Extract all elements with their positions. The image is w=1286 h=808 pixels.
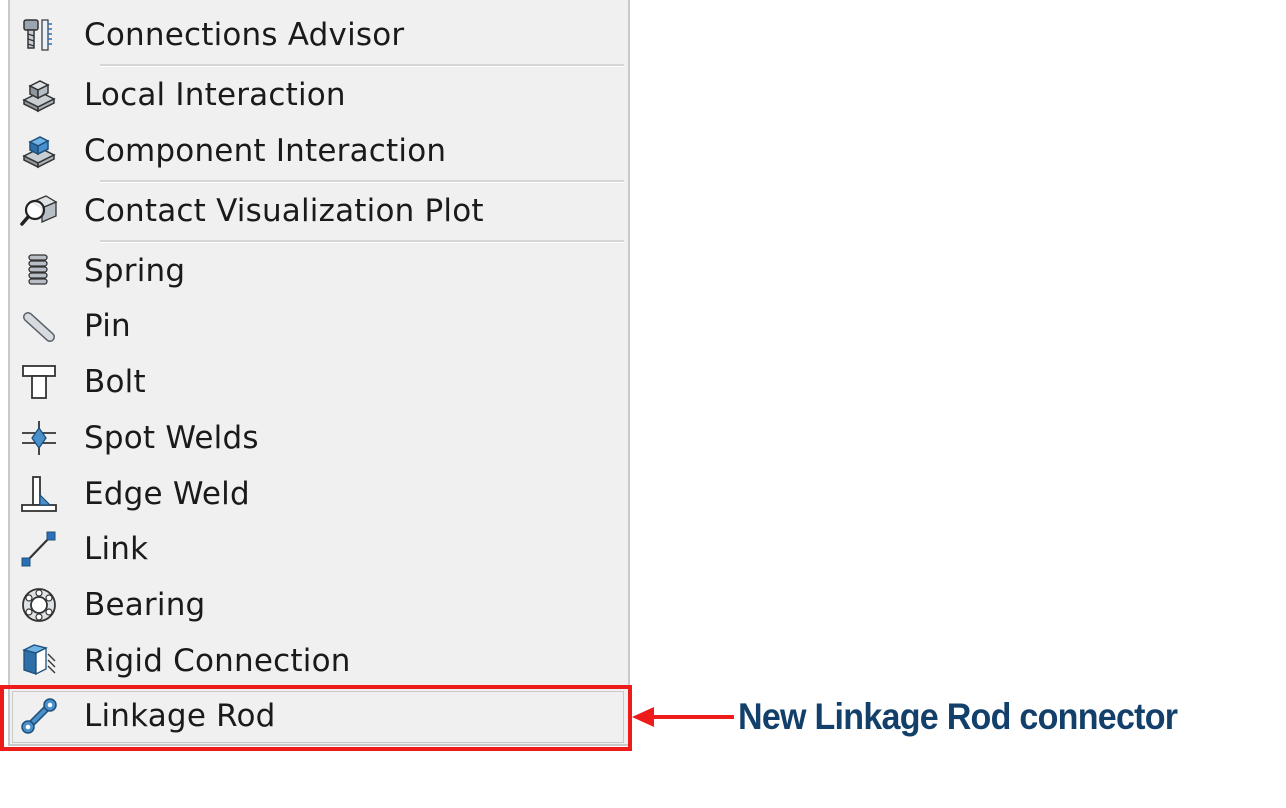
contact-visualization-icon [18, 190, 60, 232]
menu-item-component-interaction[interactable]: Component Interaction [10, 124, 628, 178]
callout-label: New Linkage Rod connector [738, 696, 1178, 737]
spring-icon [18, 250, 60, 292]
menu-item-local-interaction[interactable]: Local Interaction [10, 68, 628, 122]
menu-item-label: Component Interaction [84, 133, 447, 169]
menu-item-bolt[interactable]: Bolt [10, 355, 628, 409]
menu-item-link[interactable]: Link [10, 522, 628, 576]
linkage-rod-item-focus-border [12, 691, 624, 743]
menu-item-label: Spot Welds [84, 420, 259, 456]
rigid-connection-icon [18, 640, 60, 682]
edge-weld-icon [18, 473, 60, 515]
menu-item-linkage-rod[interactable]: Linkage Rod [10, 689, 628, 743]
menu-item-label: Rigid Connection [84, 643, 351, 679]
linkage-rod-highlight-box [0, 685, 632, 751]
callout-arrow-line [650, 715, 734, 719]
spot-welds-icon [18, 417, 60, 459]
callout-arrowhead [632, 707, 654, 727]
menu-item-bearing[interactable]: Bearing [10, 578, 628, 632]
menu-item-connections-advisor[interactable]: Connections Advisor [10, 8, 628, 62]
component-interaction-icon [18, 130, 60, 172]
menu-separator [100, 240, 624, 243]
menu-item-contact-visualization-plot[interactable]: Contact Visualization Plot [10, 184, 628, 238]
menu-separator [100, 180, 624, 183]
connections-advisor-icon [18, 14, 60, 56]
menu-item-label: Pin [84, 308, 131, 344]
menu-item-label: Connections Advisor [84, 17, 405, 53]
menu-item-label: Edge Weld [84, 476, 250, 512]
menu-item-label: Contact Visualization Plot [84, 193, 484, 229]
menu-item-label: Bolt [84, 364, 146, 400]
menu-item-label: Local Interaction [84, 77, 346, 113]
menu-item-label: Linkage Rod [84, 698, 276, 734]
bolt-icon [18, 361, 60, 403]
menu-item-label: Bearing [84, 587, 206, 623]
pin-icon [18, 305, 60, 347]
menu-item-label: Link [84, 531, 149, 567]
link-icon [18, 528, 60, 570]
local-interaction-icon [18, 74, 60, 116]
menu-item-pin[interactable]: Pin [10, 299, 628, 353]
bearing-icon [18, 584, 60, 626]
menu-item-rigid-connection[interactable]: Rigid Connection [10, 634, 628, 688]
menu-item-edge-weld[interactable]: Edge Weld [10, 467, 628, 521]
context-menu: Connections Advisor Local Interaction [8, 0, 630, 746]
menu-item-label: Spring [84, 253, 186, 289]
menu-item-spring[interactable]: Spring [10, 244, 628, 298]
linkage-rod-icon [18, 695, 60, 737]
menu-separator [100, 64, 624, 67]
menu-item-spot-welds[interactable]: Spot Welds [10, 411, 628, 465]
